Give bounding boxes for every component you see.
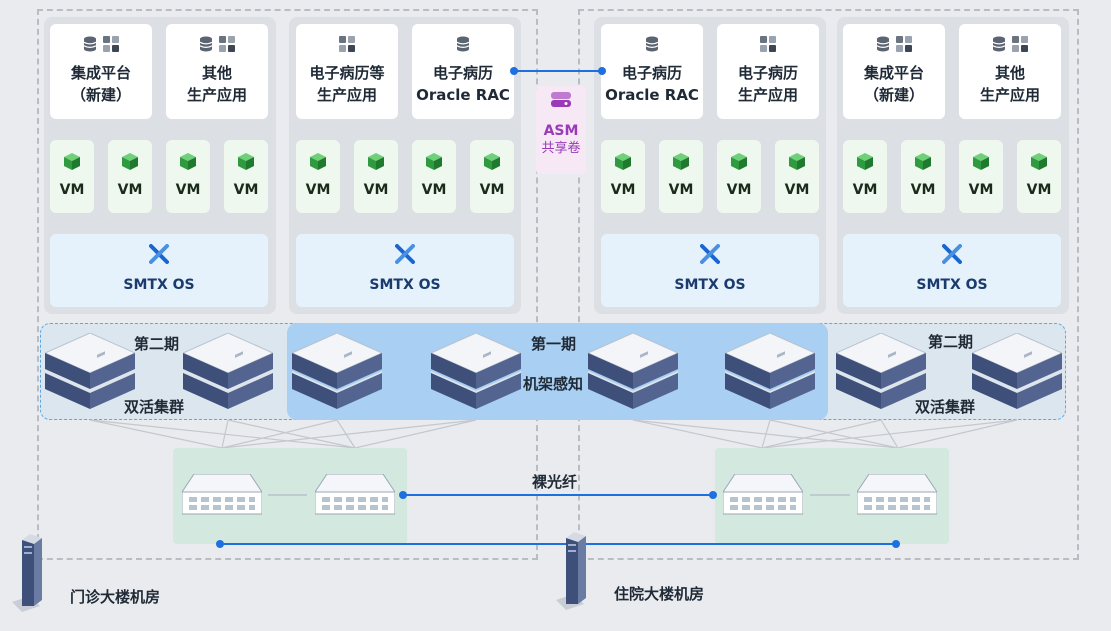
vm-label: VM <box>175 182 201 198</box>
smtx-os-card: SMTX OS <box>296 234 514 307</box>
left-room-frame <box>37 9 538 560</box>
vm-label: VM <box>363 182 389 198</box>
phase2-right-title: 第二期 <box>928 333 974 351</box>
phase2-left-title: 第二期 <box>134 335 180 353</box>
vm-card: VM <box>775 140 819 213</box>
asm-subtitle: 共享卷 <box>541 141 581 156</box>
vm-label: VM <box>421 182 447 198</box>
app-subname: Oracle RAC <box>605 86 699 104</box>
app-name: 其他 <box>201 64 232 82</box>
app-subname: 生产应用 <box>979 86 1040 104</box>
vm-card: VM <box>412 140 456 213</box>
vm-card: VM <box>108 140 152 213</box>
vm-label: VM <box>233 182 259 198</box>
app-subname: （新建） <box>70 86 131 104</box>
disk-icon <box>551 92 571 107</box>
asm-title: ASM <box>543 123 579 139</box>
vm-card: VM <box>224 140 268 213</box>
app-name: 电子病历 <box>432 64 493 82</box>
os-label: SMTX OS <box>123 277 195 293</box>
app-name: 电子病历等 <box>309 64 385 82</box>
smtx-os-card: SMTX OS <box>601 234 819 307</box>
building-tower-icon <box>12 534 42 612</box>
right-room-frame <box>578 9 1079 560</box>
app-name: 电子病历 <box>621 64 682 82</box>
app-subname: 生产应用 <box>186 86 247 104</box>
os-label: SMTX OS <box>674 277 746 293</box>
app-subname: （新建） <box>863 86 924 104</box>
app-name: 其他 <box>994 64 1025 82</box>
app-name: 集成平台 <box>863 64 924 82</box>
vm-label: VM <box>479 182 505 198</box>
app-card: 其他 生产应用 <box>959 24 1061 119</box>
vm-card: VM <box>166 140 210 213</box>
app-card: 集成平台 （新建） <box>843 24 945 119</box>
vm-card: VM <box>843 140 887 213</box>
rac-link <box>510 67 606 75</box>
vm-card: VM <box>901 140 945 213</box>
vm-label: VM <box>852 182 878 198</box>
app-card: 其他 生产应用 <box>166 24 268 119</box>
app-subname: 生产应用 <box>316 86 377 104</box>
app-card: 电子病历 Oracle RAC <box>601 24 703 119</box>
vm-card: VM <box>354 140 398 213</box>
vm-label: VM <box>784 182 810 198</box>
vm-card: VM <box>470 140 514 213</box>
phase1-title: 第一期 <box>531 335 577 353</box>
vm-card: VM <box>296 140 340 213</box>
vm-card: VM <box>717 140 761 213</box>
phase2-left-subtitle: 双活集群 <box>124 398 185 416</box>
app-card: 电子病历 生产应用 <box>717 24 819 119</box>
os-label: SMTX OS <box>369 277 441 293</box>
app-card: 电子病历等 生产应用 <box>296 24 398 119</box>
smtx-os-card: SMTX OS <box>50 234 268 307</box>
right-room-label: 住院大楼机房 <box>614 585 705 603</box>
asm-shared-volume: ASM 共享卷 <box>536 86 586 174</box>
app-name: 集成平台 <box>70 64 131 82</box>
smtx-os-card: SMTX OS <box>843 234 1061 307</box>
vm-label: VM <box>610 182 636 198</box>
app-card: 集成平台 （新建） <box>50 24 152 119</box>
vm-card: VM <box>601 140 645 213</box>
vm-label: VM <box>726 182 752 198</box>
vm-label: VM <box>1026 182 1052 198</box>
phase2-right-subtitle: 双活集群 <box>915 398 976 416</box>
fiber-label: 裸光纤 <box>532 473 578 491</box>
building-tower-icon <box>556 532 586 610</box>
app-subname: Oracle RAC <box>416 86 510 104</box>
vm-label: VM <box>305 182 331 198</box>
app-subname: 生产应用 <box>737 86 798 104</box>
left-room-label: 门诊大楼机房 <box>70 588 161 606</box>
vm-label: VM <box>668 182 694 198</box>
vm-label: VM <box>968 182 994 198</box>
vm-label: VM <box>910 182 936 198</box>
app-card: 电子病历 Oracle RAC <box>412 24 514 119</box>
vm-card: VM <box>659 140 703 213</box>
vm-card: VM <box>50 140 94 213</box>
app-name: 电子病历 <box>737 64 798 82</box>
os-label: SMTX OS <box>916 277 988 293</box>
vm-label: VM <box>59 182 85 198</box>
vm-label: VM <box>117 182 143 198</box>
vm-card: VM <box>959 140 1003 213</box>
phase1-subtitle: 机架感知 <box>523 375 584 393</box>
vm-card: VM <box>1017 140 1061 213</box>
